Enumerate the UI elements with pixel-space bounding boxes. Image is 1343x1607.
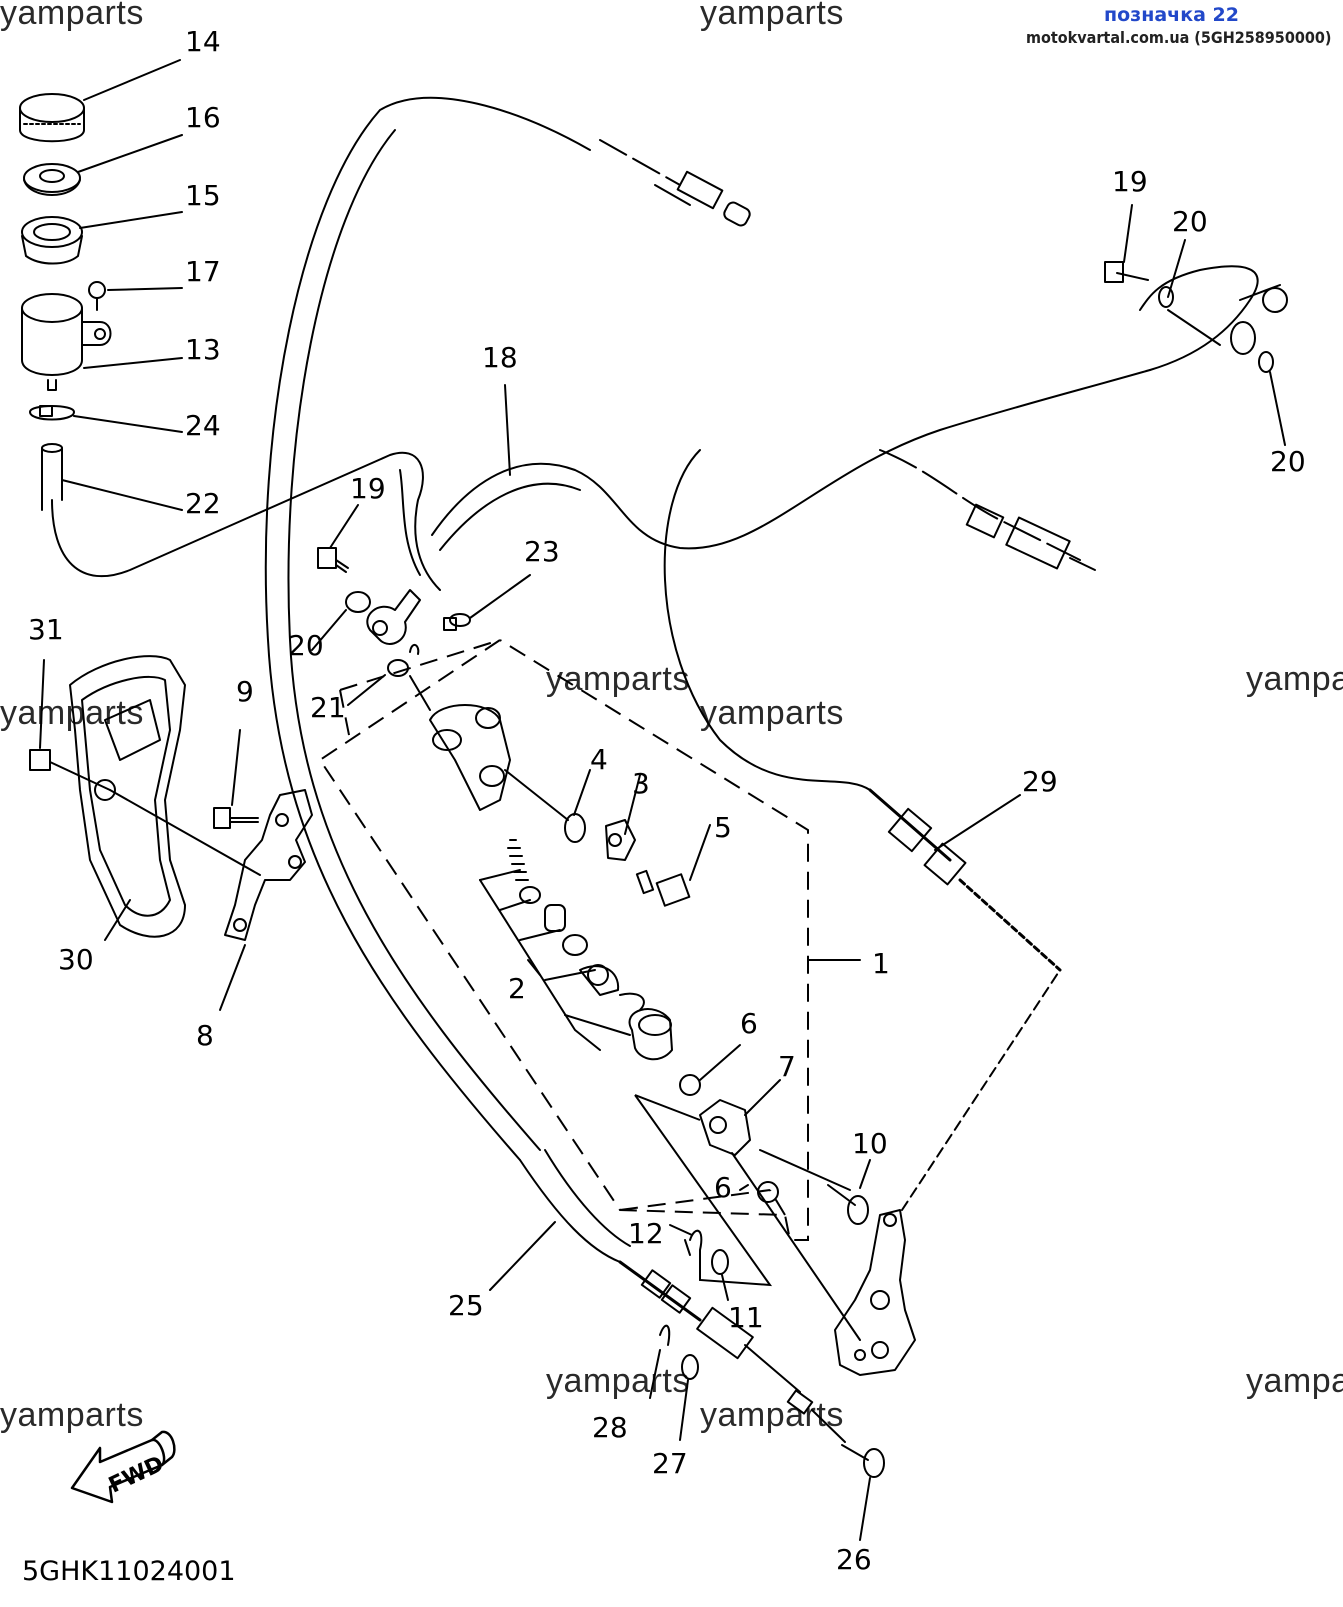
hose-22 <box>51 451 441 591</box>
callout-16: 16 <box>185 101 221 134</box>
watermark: yamparts <box>0 1396 144 1434</box>
bracket-8 <box>224 789 313 941</box>
watermark: yamparts <box>700 0 844 32</box>
joint-7 <box>699 1099 751 1156</box>
hose-25-loop-inner <box>287 129 541 1151</box>
callout-10: 10 <box>852 1127 888 1160</box>
pin-26 <box>841 1444 869 1461</box>
pin-10 <box>827 1184 856 1206</box>
callout-3: 3 <box>632 767 650 800</box>
watermark: yamparts <box>0 0 144 32</box>
hose-18 <box>431 369 1151 550</box>
callout-20: 20 <box>288 629 324 662</box>
diaphragm-16 <box>23 163 81 193</box>
callout-14: 14 <box>185 25 221 58</box>
callout-19: 19 <box>1112 165 1148 198</box>
callout-27: 27 <box>652 1447 688 1480</box>
watermark: yamparts <box>546 660 690 698</box>
callout-7: 7 <box>778 1050 796 1083</box>
plate-15 <box>21 216 83 248</box>
callout-8: 8 <box>196 1019 214 1052</box>
callout-21: 21 <box>310 691 346 724</box>
bolt-19 <box>317 547 337 569</box>
watermark: yamparts <box>700 694 844 732</box>
cotter-pin-28 <box>659 1324 671 1346</box>
reservoir-cap-14 <box>19 93 85 123</box>
callout-13: 13 <box>185 333 221 366</box>
callout-15: 15 <box>185 179 221 212</box>
diagram-code: 5GHK11024001 <box>22 1556 236 1587</box>
cable-29 <box>879 449 1081 561</box>
callout-6: 6 <box>740 1007 758 1040</box>
nut-6a <box>679 1074 701 1096</box>
watermark: yamparts <box>700 1396 844 1434</box>
callout-30: 30 <box>58 943 94 976</box>
callout-1: 1 <box>872 947 890 980</box>
hose-22-straight <box>41 447 63 511</box>
lever-arm <box>834 1209 916 1376</box>
hose-25-loop <box>264 96 591 1161</box>
watermark: yamparts <box>1246 660 1343 698</box>
callout-12: 12 <box>628 1217 664 1250</box>
callout-6: 6 <box>714 1171 732 1204</box>
callout-9: 9 <box>236 675 254 708</box>
diagram-tag: позначка 22 <box>1104 4 1239 26</box>
callout-31: 31 <box>28 613 64 646</box>
oring-4 <box>564 813 586 843</box>
callout-25: 25 <box>448 1289 484 1322</box>
panel-30 <box>69 655 186 938</box>
fwd-arrow <box>70 1430 176 1504</box>
callout-2: 2 <box>508 972 526 1005</box>
watermark: yamparts <box>546 1362 690 1400</box>
reservoir-13 <box>21 293 83 323</box>
hose-25-lower <box>519 1159 621 1263</box>
callout-11: 11 <box>728 1301 764 1334</box>
washer-11 <box>711 1249 729 1275</box>
callout-17: 17 <box>185 255 221 288</box>
washer-20 <box>345 591 371 613</box>
callout-5: 5 <box>714 811 732 844</box>
screw-17 <box>88 281 106 299</box>
washer-27 <box>681 1354 699 1380</box>
joint-3 <box>605 819 636 861</box>
fwd-label: FWD <box>105 1452 168 1499</box>
watermark: yamparts <box>1246 1362 1343 1400</box>
callout-20: 20 <box>1172 205 1208 238</box>
diagram-source: motokvartal.com.ua (5GH258950000) <box>1026 28 1332 47</box>
callout-23: 23 <box>524 535 560 568</box>
clamp-23 <box>449 613 471 627</box>
callout-4: 4 <box>590 743 608 776</box>
callout-26: 26 <box>836 1543 872 1576</box>
callout-28: 28 <box>592 1411 628 1444</box>
callout-22: 22 <box>185 487 221 520</box>
cotter-pin-12 <box>689 1229 703 1251</box>
callout-20: 20 <box>1270 445 1306 478</box>
callout-18: 18 <box>482 341 518 374</box>
washer-21 <box>387 659 409 677</box>
callout-29: 29 <box>1022 765 1058 798</box>
union-bolt <box>366 589 421 645</box>
assembly-1-outline <box>318 639 809 1241</box>
callout-19: 19 <box>350 472 386 505</box>
master-cylinder <box>429 704 511 811</box>
callout-24: 24 <box>185 409 221 442</box>
